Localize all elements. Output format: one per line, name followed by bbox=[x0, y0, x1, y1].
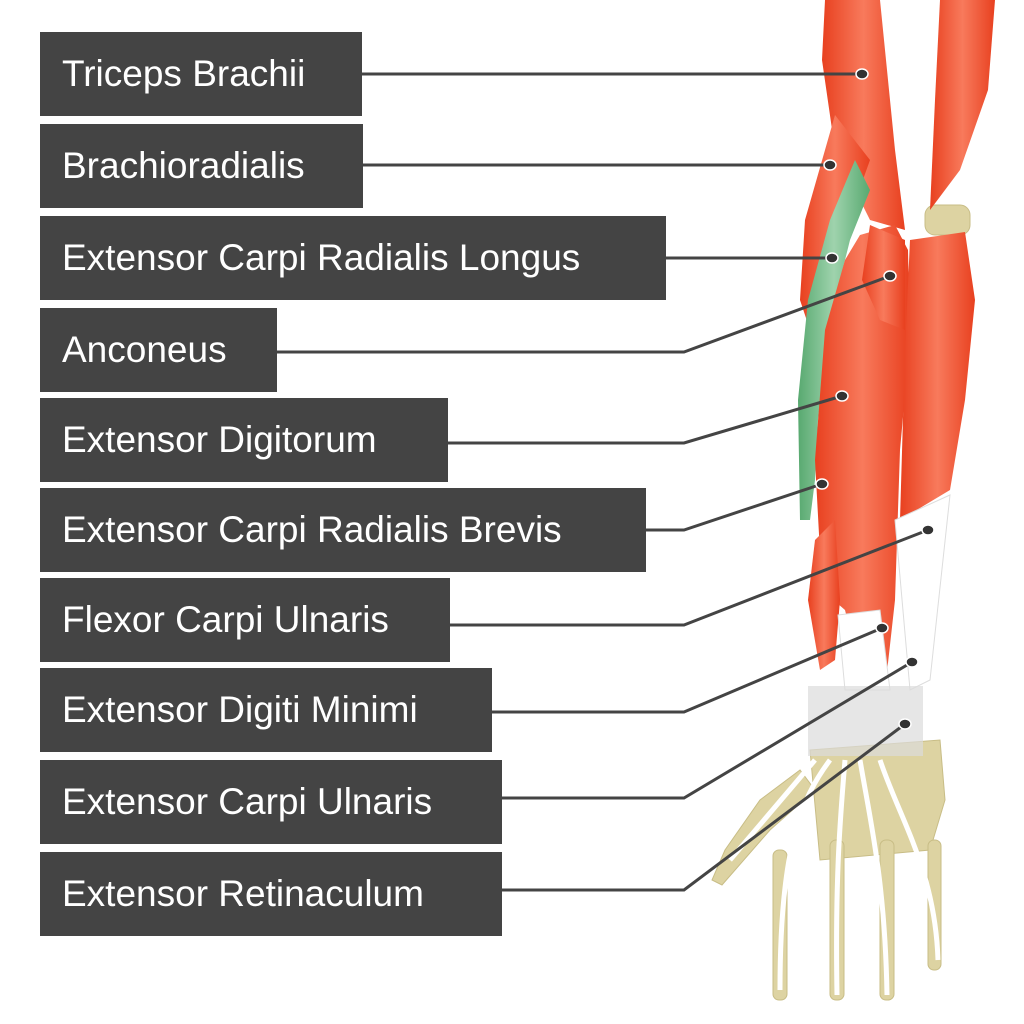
label-anconeus: Anconeus bbox=[40, 308, 277, 392]
label-extensor-digiti-minimi: Extensor Digiti Minimi bbox=[40, 668, 492, 752]
label-brachioradialis: Brachioradialis bbox=[40, 124, 363, 208]
label-extensor-retinaculum: Extensor Retinaculum bbox=[40, 852, 502, 936]
pointer-dots bbox=[815, 68, 935, 730]
triceps-muscle-right bbox=[930, 0, 995, 210]
ecu-muscle bbox=[900, 232, 975, 520]
label-extensor-carpi-radialis-brevis: Extensor Carpi Radialis Brevis bbox=[40, 488, 646, 572]
forearm-extensors bbox=[815, 225, 910, 690]
label-extensor-carpi-radialis-longus: Extensor Carpi Radialis Longus bbox=[40, 216, 666, 300]
leader-lines bbox=[277, 72, 929, 892]
label-extensor-digitorum: Extensor Digitorum bbox=[40, 398, 448, 482]
label-extensor-carpi-ulnaris: Extensor Carpi Ulnaris bbox=[40, 760, 502, 844]
ecrl-muscle bbox=[798, 160, 870, 520]
label-flexor-carpi-ulnaris: Flexor Carpi Ulnaris bbox=[40, 578, 450, 662]
label-triceps-brachii: Triceps Brachii bbox=[40, 32, 362, 116]
triceps-muscle bbox=[822, 0, 905, 230]
ecrb-muscle bbox=[808, 520, 840, 670]
